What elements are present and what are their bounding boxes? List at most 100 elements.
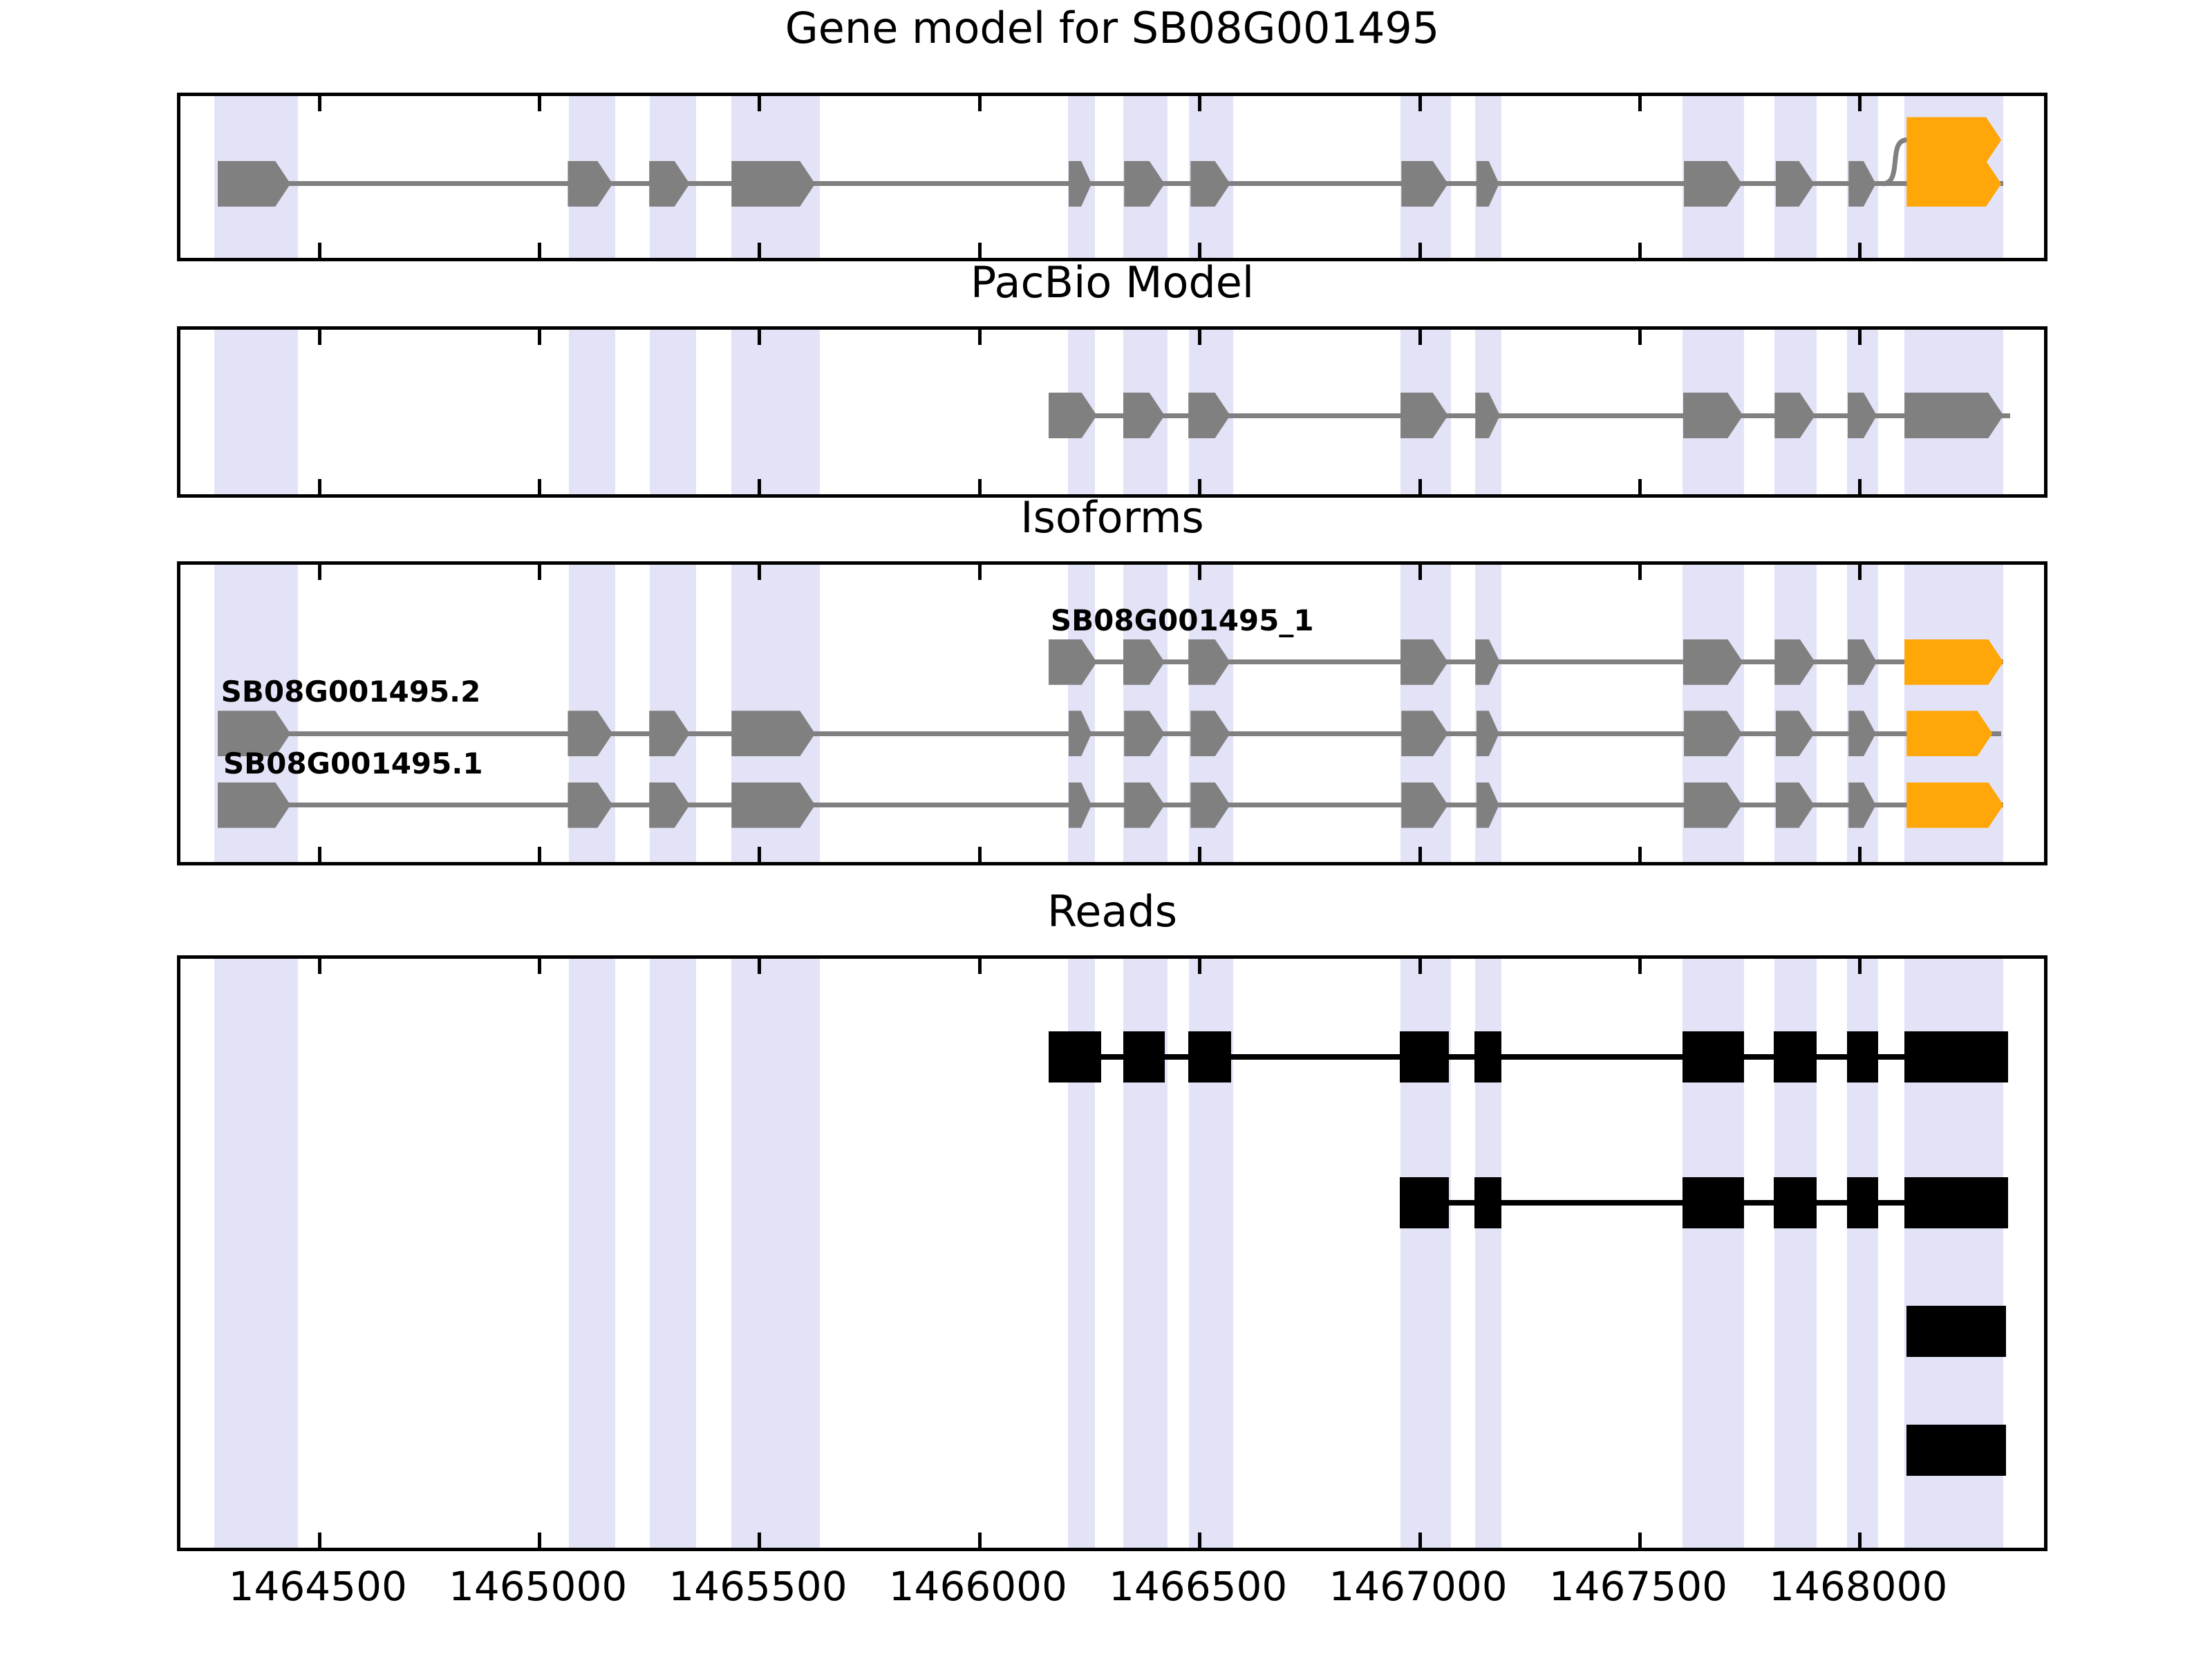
- read-block: [1474, 1177, 1502, 1229]
- cds-exon: [1683, 393, 1743, 438]
- axis-tick: [758, 959, 762, 974]
- axis-tick: [758, 479, 762, 494]
- read-block: [1188, 1031, 1231, 1083]
- intron-line: [221, 181, 2004, 187]
- cds-exon: [1683, 639, 1743, 685]
- read-block: [1847, 1031, 1878, 1083]
- feature-label: SB08G001495_1: [1050, 603, 1314, 637]
- axis-tick: [977, 330, 982, 345]
- read-block: [1904, 1177, 2008, 1229]
- axis-tick: [1638, 565, 1642, 580]
- axis-tick: [1638, 330, 1642, 345]
- axis-tick: [538, 959, 542, 974]
- highlight-band: [731, 330, 820, 494]
- feature-label: SB08G001495.1: [223, 746, 483, 780]
- cds-exon: [217, 160, 290, 207]
- highlight-band: [650, 959, 697, 1548]
- axis-tick: [1858, 96, 1862, 111]
- axis-tick: [758, 847, 762, 862]
- axis-tick: [977, 847, 982, 862]
- axis-tick: [1858, 1533, 1862, 1548]
- axis-tick: [538, 243, 542, 258]
- axis-tick: [977, 565, 982, 580]
- x-tick-label: 1465500: [668, 1563, 847, 1610]
- axis-tick: [538, 565, 542, 580]
- axis-tick: [1638, 243, 1642, 258]
- axis-tick: [317, 1533, 321, 1548]
- axes-pacbio-model: [177, 326, 2047, 498]
- highlight-band: [568, 330, 615, 494]
- highlight-band: [568, 959, 615, 1548]
- x-tick-label: 1466500: [1109, 1563, 1288, 1610]
- panel-title-reads: Reads: [1047, 886, 1178, 937]
- x-tick-label: 1467500: [1548, 1563, 1728, 1610]
- x-tick-label: 1468000: [1769, 1563, 1948, 1610]
- read-block: [1773, 1031, 1817, 1083]
- axis-tick: [538, 847, 542, 862]
- axis-tick: [1858, 330, 1862, 345]
- axis-tick: [1198, 565, 1202, 580]
- cds-exon: [217, 782, 290, 828]
- utr-connector-curve: [1882, 137, 1907, 187]
- panel-title-gene-model: Gene model for SB08G001495: [785, 3, 1440, 53]
- axis-tick: [977, 96, 982, 111]
- read-block: [1682, 1177, 1744, 1229]
- read-block: [1048, 1031, 1102, 1083]
- highlight-band: [214, 330, 299, 494]
- axis-tick: [1418, 330, 1422, 345]
- axis-tick: [1418, 479, 1422, 494]
- axis-tick: [758, 565, 762, 580]
- read-block: [1123, 1031, 1165, 1083]
- axis-tick: [538, 96, 542, 111]
- utr-exon: [1906, 782, 2004, 828]
- read-block: [1682, 1031, 1744, 1083]
- highlight-band: [731, 959, 820, 1548]
- axis-tick: [758, 243, 762, 258]
- axis-tick: [1858, 479, 1862, 494]
- read-block: [1399, 1177, 1450, 1229]
- read-block: [1474, 1031, 1502, 1083]
- axis-tick: [1198, 847, 1202, 862]
- axis-tick: [1858, 847, 1862, 862]
- x-tick-label: 1464500: [228, 1563, 407, 1610]
- axis-tick: [977, 243, 982, 258]
- x-tick-label: 1466000: [888, 1563, 1067, 1610]
- panel-title-pacbio-model: PacBio Model: [970, 257, 1255, 308]
- cds-exon: [731, 160, 816, 207]
- axis-tick: [1418, 847, 1422, 862]
- read-block: [1399, 1031, 1450, 1083]
- axis-tick: [758, 96, 762, 111]
- axis-tick: [1858, 565, 1862, 580]
- axis-tick: [317, 847, 321, 862]
- cds-exon: [731, 711, 816, 757]
- highlight-band: [650, 330, 697, 494]
- axis-tick: [317, 330, 321, 345]
- utr-exon: [1904, 639, 2004, 685]
- axis-tick: [317, 565, 321, 580]
- axis-tick: [1418, 1533, 1422, 1548]
- axis-tick: [538, 479, 542, 494]
- axes-reads: [177, 955, 2047, 1551]
- read-block: [1906, 1305, 2006, 1357]
- feature-label: SB08G001495.2: [221, 675, 481, 709]
- axis-tick: [977, 479, 982, 494]
- cds-exon: [217, 711, 290, 757]
- axis-tick: [1198, 243, 1202, 258]
- read-block: [1773, 1177, 1817, 1229]
- axis-tick: [1638, 959, 1642, 974]
- axis-tick: [977, 1533, 982, 1548]
- axis-tick: [1638, 479, 1642, 494]
- utr-exon: [1906, 711, 1993, 757]
- axis-tick: [317, 96, 321, 111]
- axis-tick: [1198, 330, 1202, 345]
- axis-tick: [1198, 1533, 1202, 1548]
- axis-tick: [317, 243, 321, 258]
- x-tick-label: 1465000: [448, 1563, 628, 1610]
- utr-exon: [1906, 160, 2002, 207]
- axis-tick: [1638, 847, 1642, 862]
- intron-line: [217, 803, 2004, 808]
- read-block: [1904, 1031, 2008, 1083]
- axis-tick: [1418, 565, 1422, 580]
